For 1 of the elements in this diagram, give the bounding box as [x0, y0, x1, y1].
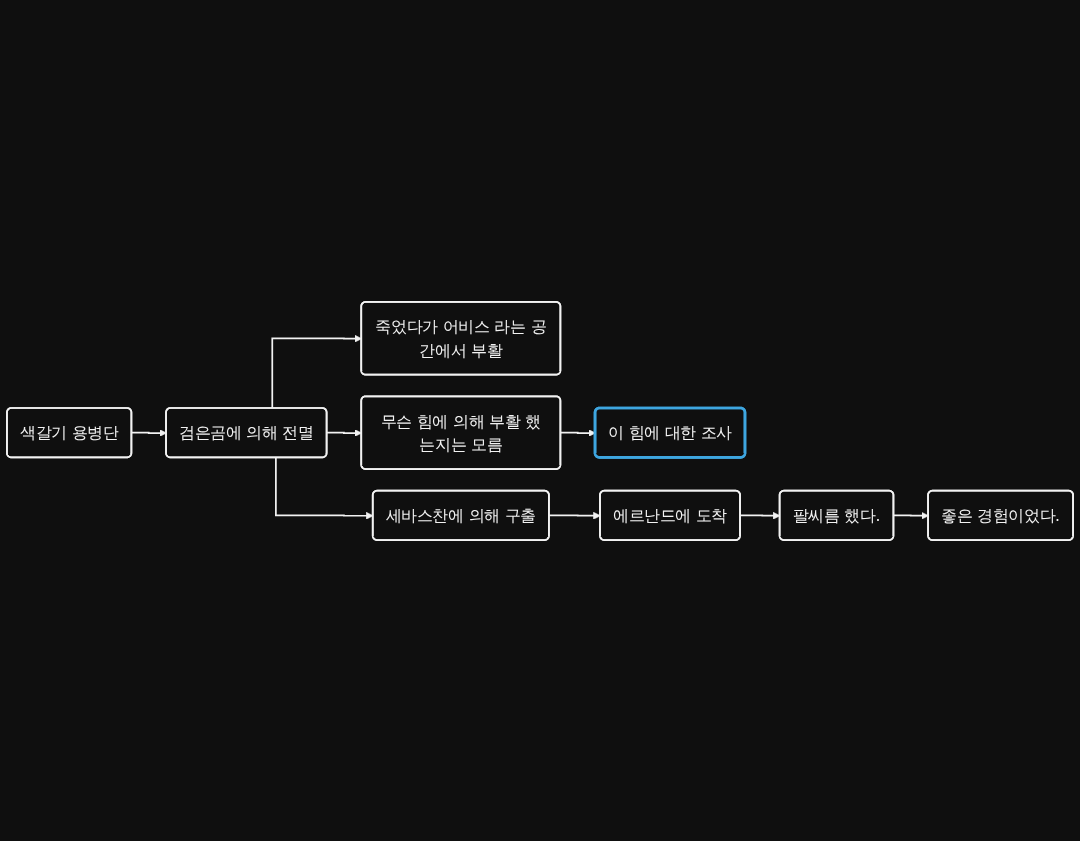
- arrow: [893, 511, 929, 520]
